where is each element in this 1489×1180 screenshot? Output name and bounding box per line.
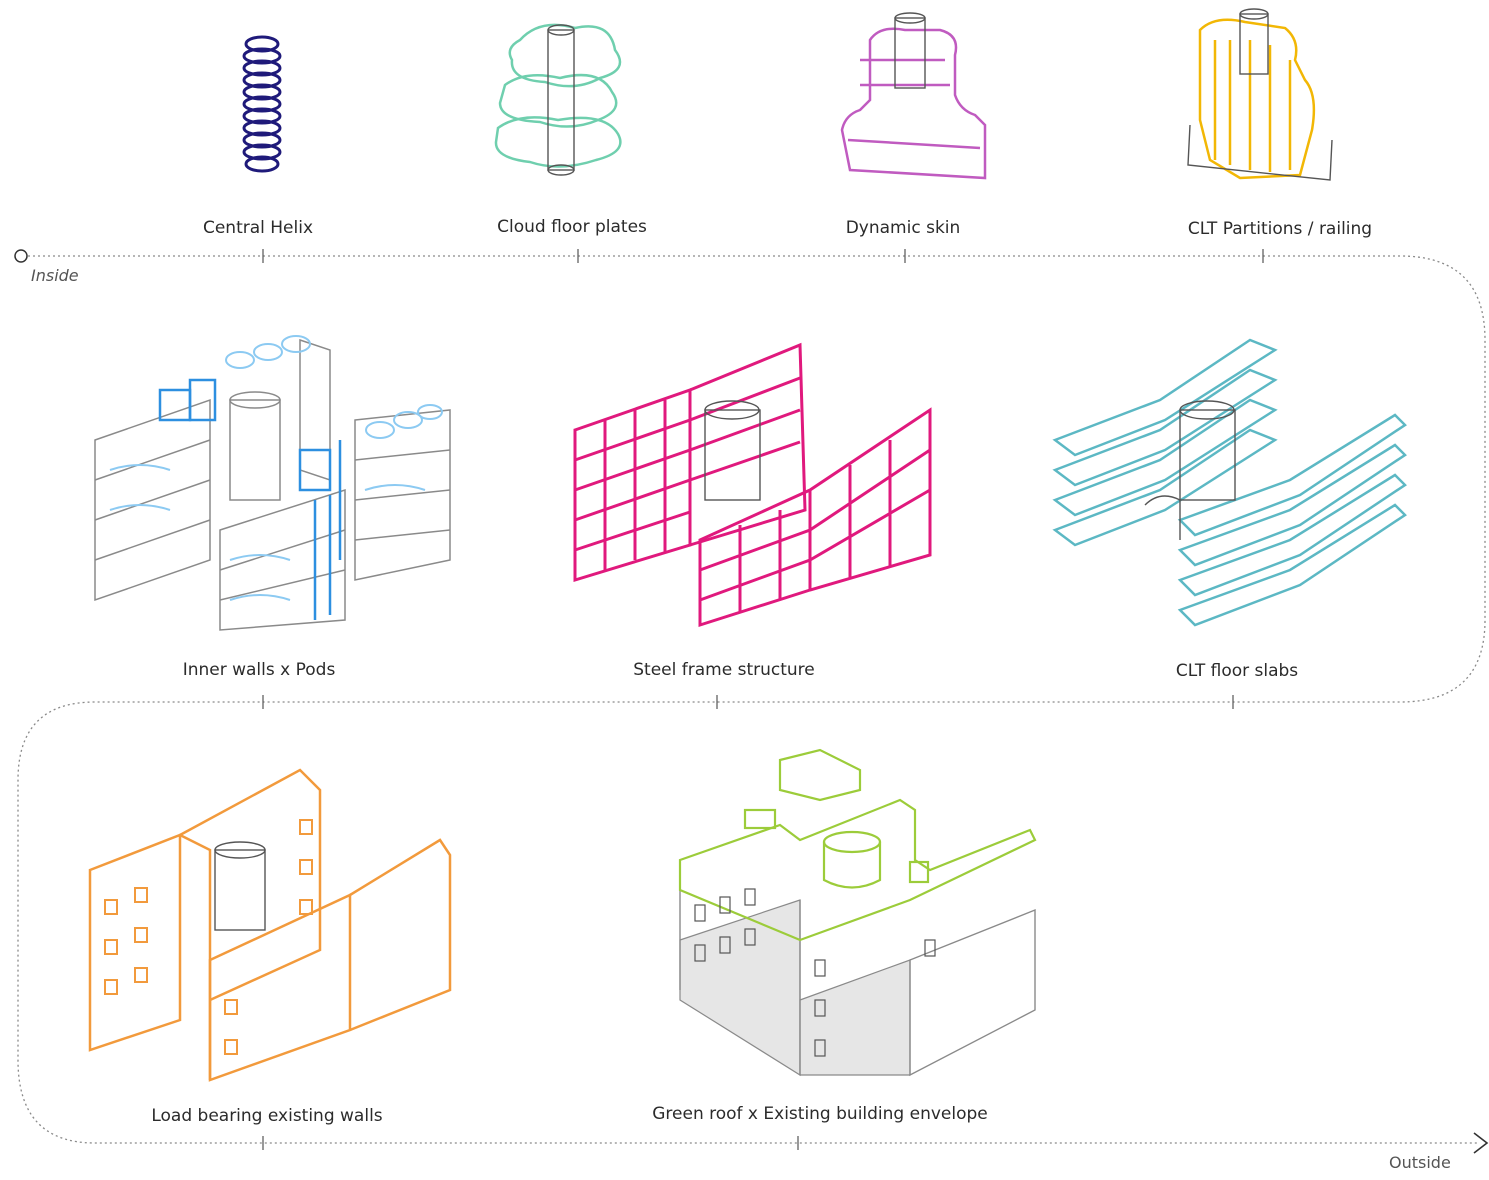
start-label: Inside xyxy=(31,266,79,285)
layer-label-clt-floor-slabs: CLT floor slabs xyxy=(1175,661,1299,681)
load-bearing-walls-drawing xyxy=(88,768,452,1082)
layer-label-inner-walls-pods: Inner walls x Pods xyxy=(182,660,336,680)
timeline-ticks xyxy=(262,249,1264,1150)
timeline-start-marker xyxy=(14,249,28,263)
steel-frame-drawing xyxy=(573,342,932,628)
layer-label-green-roof-envelope: Green roof x Existing building envelope xyxy=(652,1104,988,1124)
layer-label-steel-frame: Steel frame structure xyxy=(633,660,815,680)
clt-partitions-drawing xyxy=(1187,8,1333,181)
layer-label-cloud-floor-plates: Cloud floor plates xyxy=(497,217,647,237)
layer-label-central-helix: Central Helix xyxy=(202,218,314,238)
end-label: Outside xyxy=(1389,1153,1451,1172)
inner-walls-pods-drawing xyxy=(94,335,451,631)
central-helix-drawing xyxy=(242,35,282,173)
layer-label-load-bearing-walls: Load bearing existing walls xyxy=(151,1106,383,1126)
timeline-path xyxy=(17,255,1486,1144)
dynamic-skin-drawing xyxy=(840,12,987,180)
layer-label-clt-partitions: CLT Partitions / railing xyxy=(1187,219,1373,239)
green-roof-envelope-drawing xyxy=(678,748,1037,1077)
cloud-floor-plates-drawing xyxy=(494,23,622,176)
timeline-end-arrow-icon xyxy=(1473,1132,1489,1154)
layer-label-dynamic-skin: Dynamic skin xyxy=(845,218,961,238)
clt-floor-slabs-drawing xyxy=(1052,338,1407,627)
